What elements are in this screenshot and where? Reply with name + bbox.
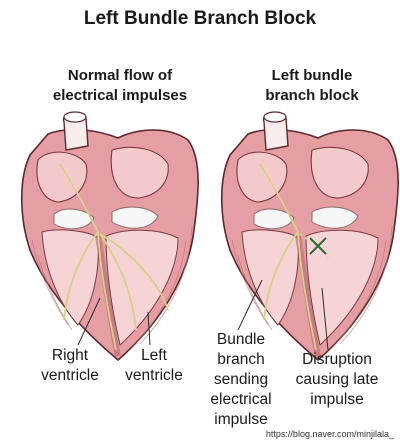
diagram-title: Left Bundle Branch Block [83,8,317,29]
left-panel-heading-line1: Normal flow of [67,67,173,84]
leader-left-ventricle [147,311,151,346]
conduction-pathway-normal [59,163,169,351]
leader-bundle-branch [237,279,263,331]
left-panel-heading-line2: electrical impulses [52,87,188,104]
leader-lines [77,279,329,351]
leader-right-ventricle [77,297,101,346]
label-bundle-branch: Bundle branch sending electrical impulse [210,331,272,428]
leader-disruption [321,287,329,351]
label-disruption: Disruption causing late impulse [295,351,379,408]
label-right-ventricle: Right ventricle [41,347,99,384]
source-url: https://blog.naver.com/minjilala_ [265,429,394,439]
right-panel-heading: Left bundle branch block [212,66,400,106]
right-panel-heading-line2: branch block [265,87,359,104]
right-panel-heading-line1: Left bundle [271,67,353,84]
normal-heart-illustration [22,112,198,360]
lbbb-heart-illustration [222,112,398,360]
label-left-ventricle: Left ventricle [125,347,183,384]
block-marker-icon [309,237,327,255]
conduction-pathway-lbbb [259,163,329,351]
left-panel-heading: Normal flow of electrical impulses [20,66,220,106]
